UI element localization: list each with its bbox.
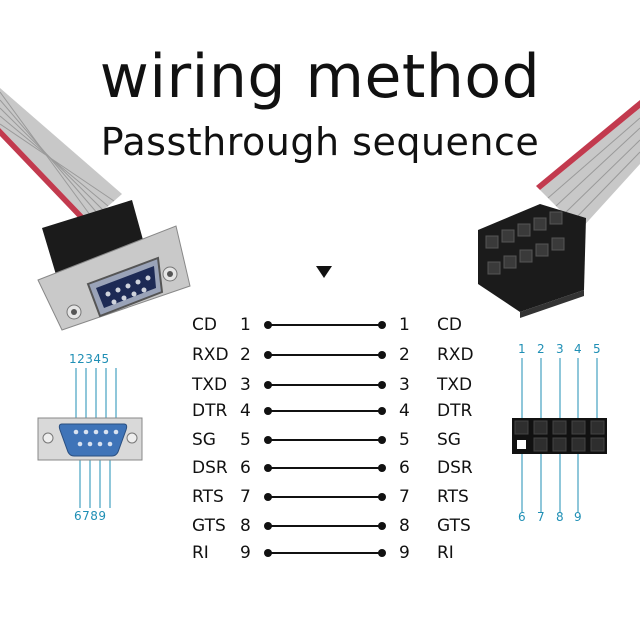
right-pin-number: 9	[399, 543, 410, 563]
left-pin-name: RXD	[192, 345, 229, 365]
down-arrow-icon	[316, 266, 332, 278]
left-pin-name: TXD	[192, 375, 228, 395]
pin-row: GTS 8 8 GTS	[0, 514, 640, 538]
header-pin-label: 8	[556, 510, 564, 524]
wire-line	[264, 381, 386, 389]
db9-bottom-pin-labels: 6789	[74, 509, 107, 523]
header-pin-label: 2	[537, 342, 545, 356]
wire-line	[264, 351, 386, 359]
left-pin-number: 5	[240, 430, 251, 450]
header-pin-label: 9	[574, 510, 582, 524]
header-pin-label: 6	[518, 510, 526, 524]
pin-row: CD 1 1 CD	[0, 313, 640, 337]
wire-line	[264, 407, 386, 415]
left-pin-name: DTR	[192, 401, 228, 421]
pin-row: SG 5 5 SG	[0, 428, 640, 452]
left-pin-number: 1	[240, 315, 251, 335]
left-pin-name: GTS	[192, 516, 226, 536]
pin-row: TXD 3 3 TXD	[0, 373, 640, 397]
db9-top-pin-labels: 12345	[69, 352, 110, 366]
right-pin-name: CD	[437, 315, 462, 335]
pin-row: RI 9 9 RI	[0, 541, 640, 565]
right-pin-name: TXD	[437, 375, 473, 395]
wire-line	[264, 321, 386, 329]
left-pin-number: 8	[240, 516, 251, 536]
right-pin-number: 6	[399, 458, 410, 478]
header-pin-label: 7	[537, 510, 545, 524]
pin-row: DSR 6 6 DSR	[0, 456, 640, 480]
left-pin-name: DSR	[192, 458, 228, 478]
db9-male-connector-photo	[37, 200, 191, 331]
pin-row: RTS 7 7 RTS	[0, 485, 640, 509]
right-pin-name: DTR	[437, 401, 473, 421]
left-pin-number: 6	[240, 458, 251, 478]
left-pin-number: 2	[240, 345, 251, 365]
wire-line	[264, 436, 386, 444]
right-pin-number: 4	[399, 401, 410, 421]
right-pin-number: 1	[399, 315, 410, 335]
right-pin-number: 2	[399, 345, 410, 365]
right-pin-number: 3	[399, 375, 410, 395]
right-pin-name: GTS	[437, 516, 471, 536]
left-pin-name: CD	[192, 315, 217, 335]
left-pin-name: RI	[192, 543, 209, 563]
right-pin-number: 5	[399, 430, 410, 450]
page-subtitle: Passthrough sequence	[100, 120, 540, 164]
right-pin-name: RI	[437, 543, 454, 563]
left-pin-number: 7	[240, 487, 251, 507]
right-pin-number: 7	[399, 487, 410, 507]
wire-line	[264, 493, 386, 501]
wire-line	[264, 522, 386, 530]
right-pin-name: RTS	[437, 487, 469, 507]
pin-row: RXD 2 2 RXD	[0, 343, 640, 367]
right-pin-number: 8	[399, 516, 410, 536]
left-pin-name: SG	[192, 430, 216, 450]
right-pin-name: DSR	[437, 458, 473, 478]
wire-line	[264, 464, 386, 472]
header-pinout-icon	[512, 358, 607, 512]
idc-female-header-photo	[478, 204, 586, 318]
left-pin-number: 9	[240, 543, 251, 563]
header-pin-label: 4	[574, 342, 582, 356]
right-pin-name: SG	[437, 430, 461, 450]
header-pin-label: 1	[518, 342, 526, 356]
pin-row: DTR 4 4 DTR	[0, 399, 640, 423]
page-title: wiring method	[99, 42, 541, 112]
right-pin-name: RXD	[437, 345, 474, 365]
left-pin-number: 3	[240, 375, 251, 395]
header-pin-label: 3	[556, 342, 564, 356]
right-ribbon-cable	[536, 100, 640, 230]
left-ribbon-cable	[0, 88, 122, 226]
header-pin-label: 5	[593, 342, 601, 356]
wire-line	[264, 549, 386, 557]
left-pin-name: RTS	[192, 487, 224, 507]
left-pin-number: 4	[240, 401, 251, 421]
db9-pinout-icon	[37, 368, 143, 508]
